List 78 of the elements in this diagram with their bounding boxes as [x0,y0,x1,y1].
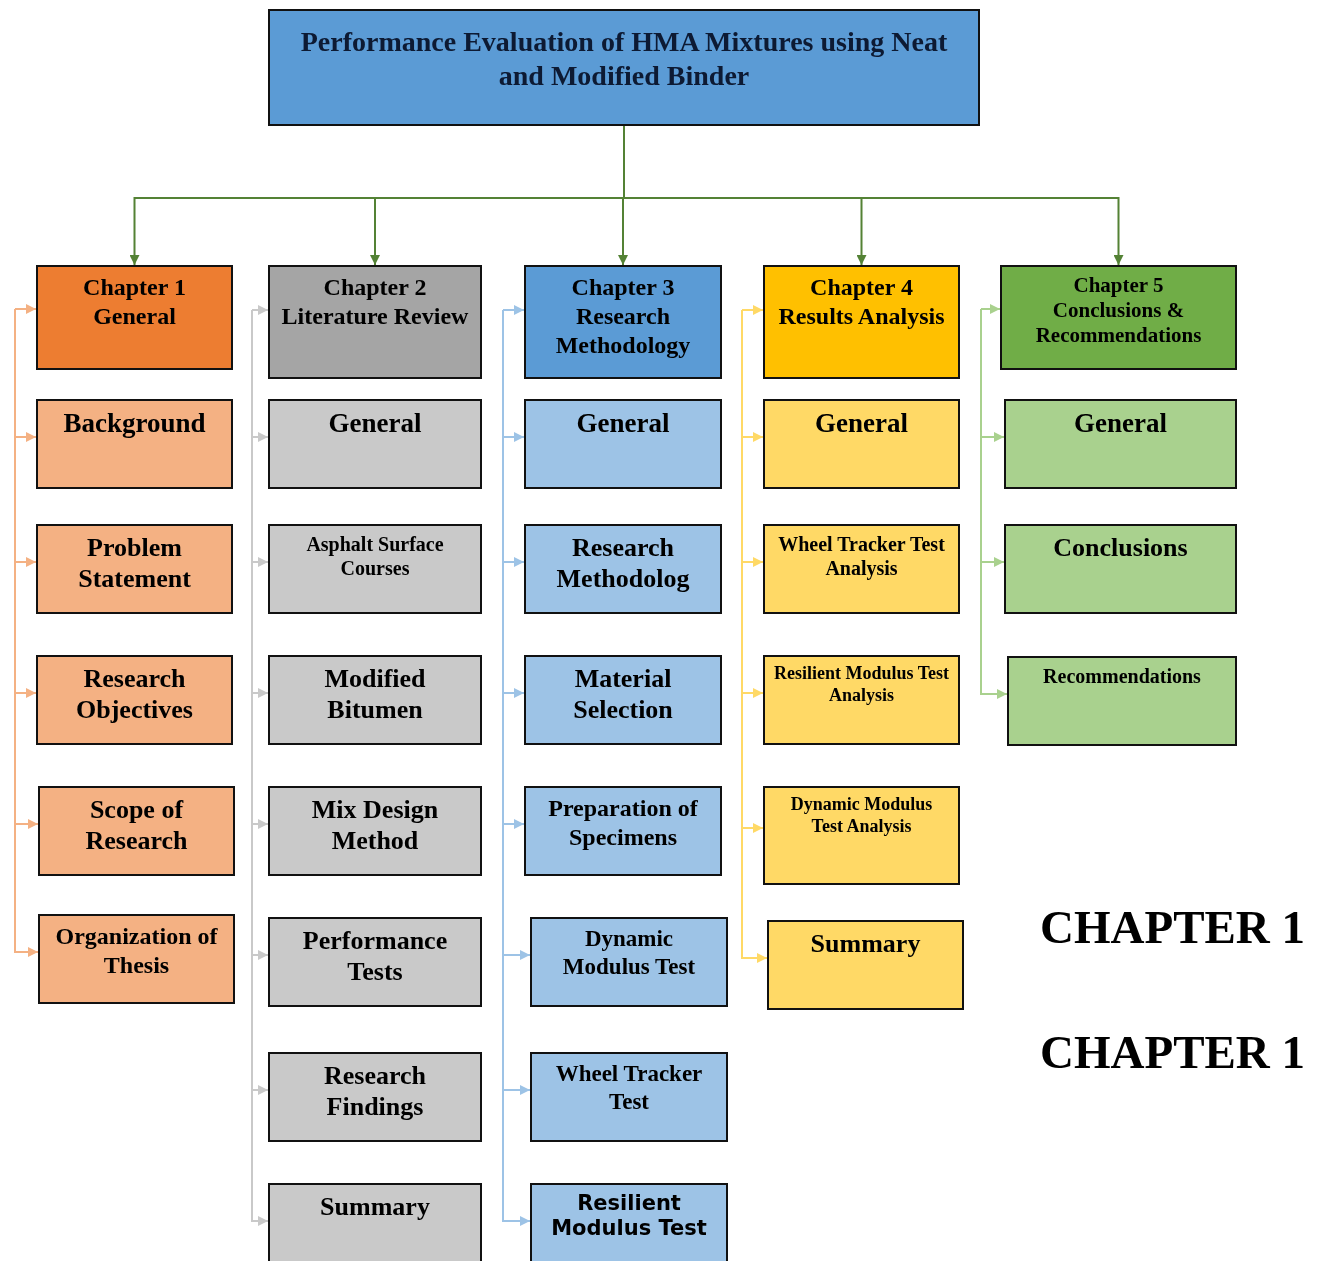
topic-box [530,1052,728,1142]
topic-box [763,524,960,614]
topic-box [268,524,482,614]
topic-box [1000,265,1237,370]
topic-box [36,655,233,745]
chapter-heading: Chapter 1 [82,273,187,302]
connector-arrow [14,304,37,314]
box-text: Conclusions [1052,532,1189,564]
title-box [268,9,980,126]
box-text: Research Findings [322,1060,427,1123]
topic-box [36,399,233,489]
topic-box [530,1183,728,1261]
box-text: Conclusions & Recommendations [1034,298,1203,349]
topic-box [38,914,235,1004]
chapter-heading: Chapter 5 [1072,273,1165,299]
topic-box [1004,524,1237,614]
box-text: Wheel Tracker Test [554,1060,704,1116]
box-text: General [1073,407,1168,440]
topic-box [524,524,722,614]
topic-box [268,265,482,379]
connector-arrow [251,305,269,315]
topic-box [268,786,482,876]
box-text: Resilient Modulus Test [550,1191,708,1242]
box-text: Dynamic Modulus Test [561,925,697,981]
box-text: Research Objectives [75,663,194,726]
chapter-heading: Chapter 4 [809,273,914,302]
box-text: Results Analysis [777,301,946,331]
box-text: Performance Tests [301,925,449,988]
box-text: General [575,407,671,440]
box-text: Problem Statement [77,532,192,595]
topic-box [763,265,960,379]
topic-box [524,399,722,489]
topic-box [767,920,964,1010]
box-text: Summary [319,1191,431,1223]
box-text: Wheel Tracker Test Analysis [777,532,946,580]
box-text: Asphalt Surface Courses [305,532,445,580]
topic-box [763,399,960,489]
connector-arrow [741,305,764,315]
box-text: General [814,407,909,440]
box-text: Modified Bitumen [323,663,427,726]
topic-box [1004,399,1237,489]
box-text: Organization of Thesis [54,922,219,980]
topic-box [268,917,482,1007]
box-text: Preparation of Specimens [547,794,699,852]
topic-box [268,399,482,489]
topic-box [763,786,960,885]
box-text: General [92,301,177,331]
topic-box [524,265,722,379]
box-text: Recommendations [1042,664,1202,688]
box-text: Mix Design Method [310,794,440,857]
topic-box [36,265,233,370]
box-text: Research Methodology [554,301,692,360]
box-text: General [327,407,423,440]
box-text: Performance Evaluation of HMA Mixtures using Neat and Modified Binder [299,25,949,93]
heading-text: CHAPTER 1 [1040,1025,1306,1079]
topic-box [530,917,728,1007]
topic-box [36,524,233,614]
box-text: Resilient Modulus Test Analysis [773,663,950,707]
heading-text: CHAPTER 1 [1040,900,1306,954]
box-text: Scope of Research [84,794,189,857]
topic-box [524,786,722,876]
topic-box [268,1183,482,1261]
box-text: Material Selection [572,663,674,726]
box-text: Dynamic Modulus Test Analysis [789,794,934,838]
chapter-heading: Chapter 3 [570,273,676,302]
topic-box [268,1052,482,1142]
connector-arrow [980,304,1001,314]
topic-box [268,655,482,745]
topic-box [38,786,235,876]
topic-box [763,655,960,745]
topic-box [524,655,722,745]
topic-box [1007,656,1237,746]
chapter-heading: Chapter 2 [322,273,428,302]
box-text: Summary [809,928,922,960]
box-text: Background [62,407,207,440]
connector-arrow [502,305,525,315]
box-text: Literature Review [280,301,470,331]
box-text: Research Methodolog [555,532,691,595]
